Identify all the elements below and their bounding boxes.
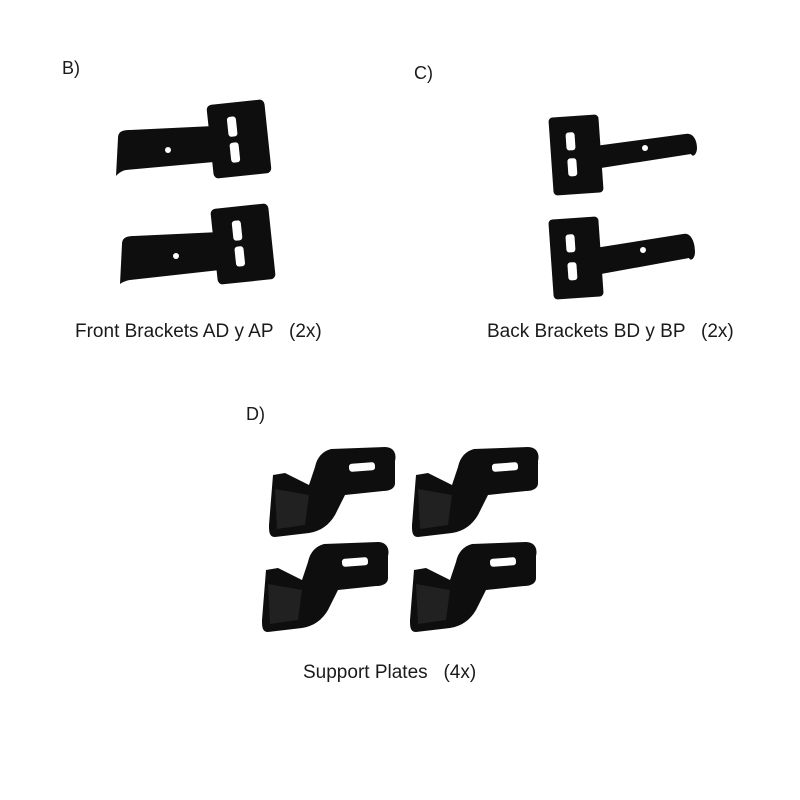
support-plate-image — [269, 447, 396, 537]
section-label-front: B) — [62, 58, 80, 78]
back-brackets-caption: Back Brackets BD y BP (2x) — [487, 321, 734, 342]
support-plates-caption: Support Plates (4x) — [303, 662, 477, 683]
support-plate-image — [262, 542, 389, 632]
section-label-back: C) — [414, 63, 433, 83]
front-bracket-image — [116, 99, 272, 179]
front-bracket-image — [120, 203, 276, 285]
section-label-plates: D) — [246, 404, 265, 424]
back-bracket-image — [548, 216, 695, 300]
support-plate-image — [412, 447, 539, 537]
support-plate-image — [410, 542, 537, 632]
back-bracket-image — [548, 114, 697, 196]
front-brackets-caption: Front Brackets AD y AP (2x) — [75, 321, 322, 342]
